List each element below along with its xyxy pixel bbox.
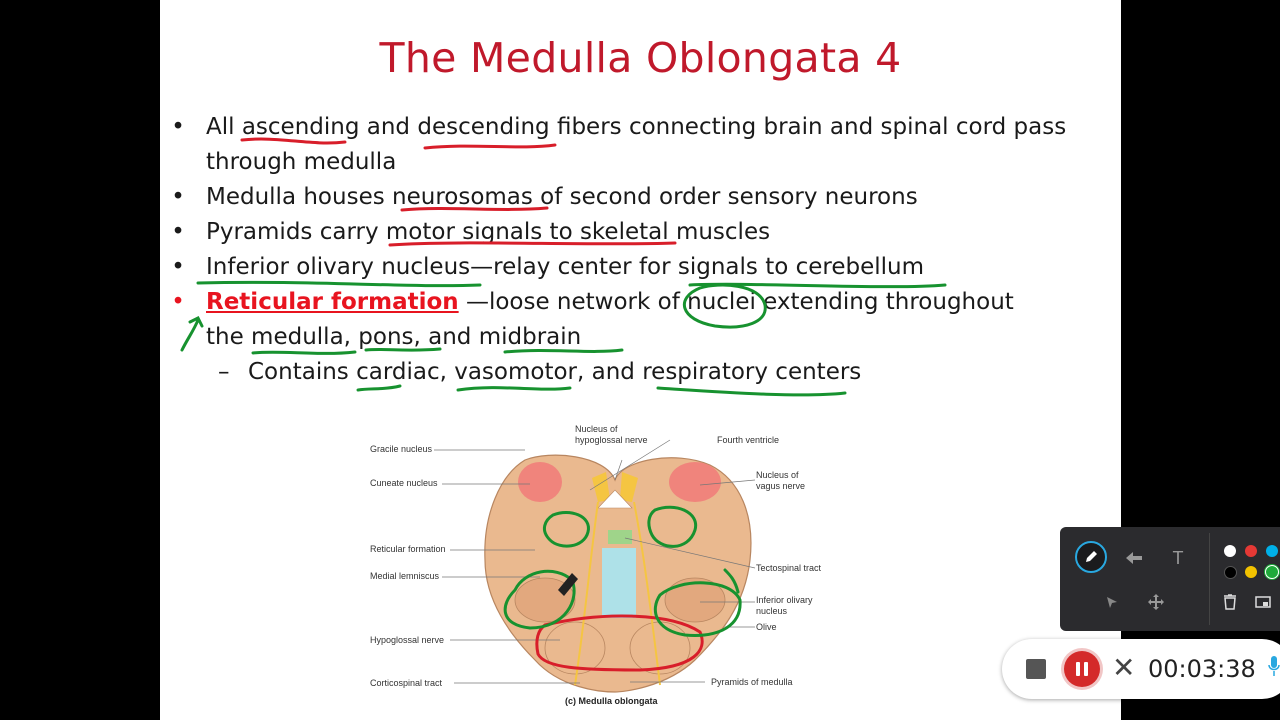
recording-timer: 00:03:38 xyxy=(1148,655,1256,683)
sub-bullet-dash: – xyxy=(218,359,230,385)
label-pyramids-of-medulla: Pyramids of medulla xyxy=(711,677,793,687)
medulla-diagram: Gracile nucleus Cuneate nucleus Reticula… xyxy=(360,420,880,710)
cancel-button[interactable]: ✕ xyxy=(1112,652,1136,683)
bullet-2: • Medulla houses neurosomas of second or… xyxy=(168,180,1118,215)
bullet-dot: • xyxy=(171,114,185,140)
label-gracile-nucleus: Gracile nucleus xyxy=(370,444,433,454)
bullet-3: • Pyramids carry motor signals to skelet… xyxy=(168,215,1118,250)
recording-control-bar: ✕ 00:03:38 xyxy=(1002,639,1280,699)
label-nucleus-of-hypoglossal-nerve-1: Nucleus of xyxy=(575,424,618,434)
color-blue[interactable] xyxy=(1266,545,1278,557)
label-inferior-olivary-2: nucleus xyxy=(756,606,788,616)
bullet-dot-red: • xyxy=(171,289,185,315)
label-nucleus-of-hypoglossal-nerve-2: hypoglossal nerve xyxy=(575,435,648,445)
bullet-dot: • xyxy=(171,219,185,245)
label-olive: Olive xyxy=(756,622,777,632)
sub-bullet: – Contains cardiac, vasomotor, and respi… xyxy=(168,355,1118,390)
label-corticospinal-tract: Corticospinal tract xyxy=(370,678,443,688)
pause-button[interactable] xyxy=(1064,651,1100,687)
bullet-5-continuation: the medulla, pons, and midbrain xyxy=(206,324,582,350)
pen-icon[interactable] xyxy=(1075,541,1107,573)
trash-icon[interactable] xyxy=(1220,587,1240,617)
label-tectospinal-tract: Tectospinal tract xyxy=(756,563,822,573)
slide: The Medulla Oblongata 4 • All ascending … xyxy=(160,0,1121,720)
toolbar-divider xyxy=(1209,533,1210,625)
slide-title: The Medulla Oblongata 4 xyxy=(379,34,902,82)
select-icon[interactable] xyxy=(1096,586,1128,618)
color-yellow[interactable] xyxy=(1245,566,1257,578)
bullet-list: • All ascending and descending fibers co… xyxy=(168,110,1118,390)
arrow-icon[interactable] xyxy=(1118,542,1150,574)
bullet-dot: • xyxy=(171,184,185,210)
label-fourth-ventricle: Fourth ventricle xyxy=(717,435,780,445)
label-nucleus-of-vagus-2: vagus nerve xyxy=(756,481,806,491)
label-cuneate-nucleus: Cuneate nucleus xyxy=(370,478,438,488)
label-nucleus-of-vagus-1: Nucleus of xyxy=(756,470,799,480)
annotation-toolbar: T xyxy=(1060,527,1280,631)
diagram-caption: (c) Medulla oblongata xyxy=(565,696,658,706)
label-reticular-formation: Reticular formation xyxy=(370,544,446,554)
microphone-icon[interactable] xyxy=(1268,655,1280,683)
bullet-4: • Inferior olivary nucleus—relay center … xyxy=(168,250,1118,285)
label-inferior-olivary-1: Inferior olivary xyxy=(756,595,813,605)
bullet-5: • Reticular formation —loose network of … xyxy=(168,285,1118,320)
color-red[interactable] xyxy=(1245,545,1257,557)
bullet-dot: • xyxy=(171,254,185,280)
label-medial-lemniscus: Medial lemniscus xyxy=(370,571,440,581)
screen-icon[interactable] xyxy=(1252,587,1274,617)
bullet-1: • All ascending and descending fibers co… xyxy=(168,110,1118,145)
stop-button[interactable] xyxy=(1026,659,1046,679)
color-white[interactable] xyxy=(1224,545,1236,557)
color-green[interactable] xyxy=(1265,565,1279,579)
reticular-formation-highlight: Reticular formation xyxy=(206,289,459,315)
bullet-1-continuation: through medulla xyxy=(206,149,397,175)
move-icon[interactable] xyxy=(1140,586,1172,618)
color-black[interactable] xyxy=(1224,566,1237,579)
text-icon[interactable]: T xyxy=(1172,547,1184,568)
label-hypoglossal-nerve: Hypoglossal nerve xyxy=(370,635,445,645)
